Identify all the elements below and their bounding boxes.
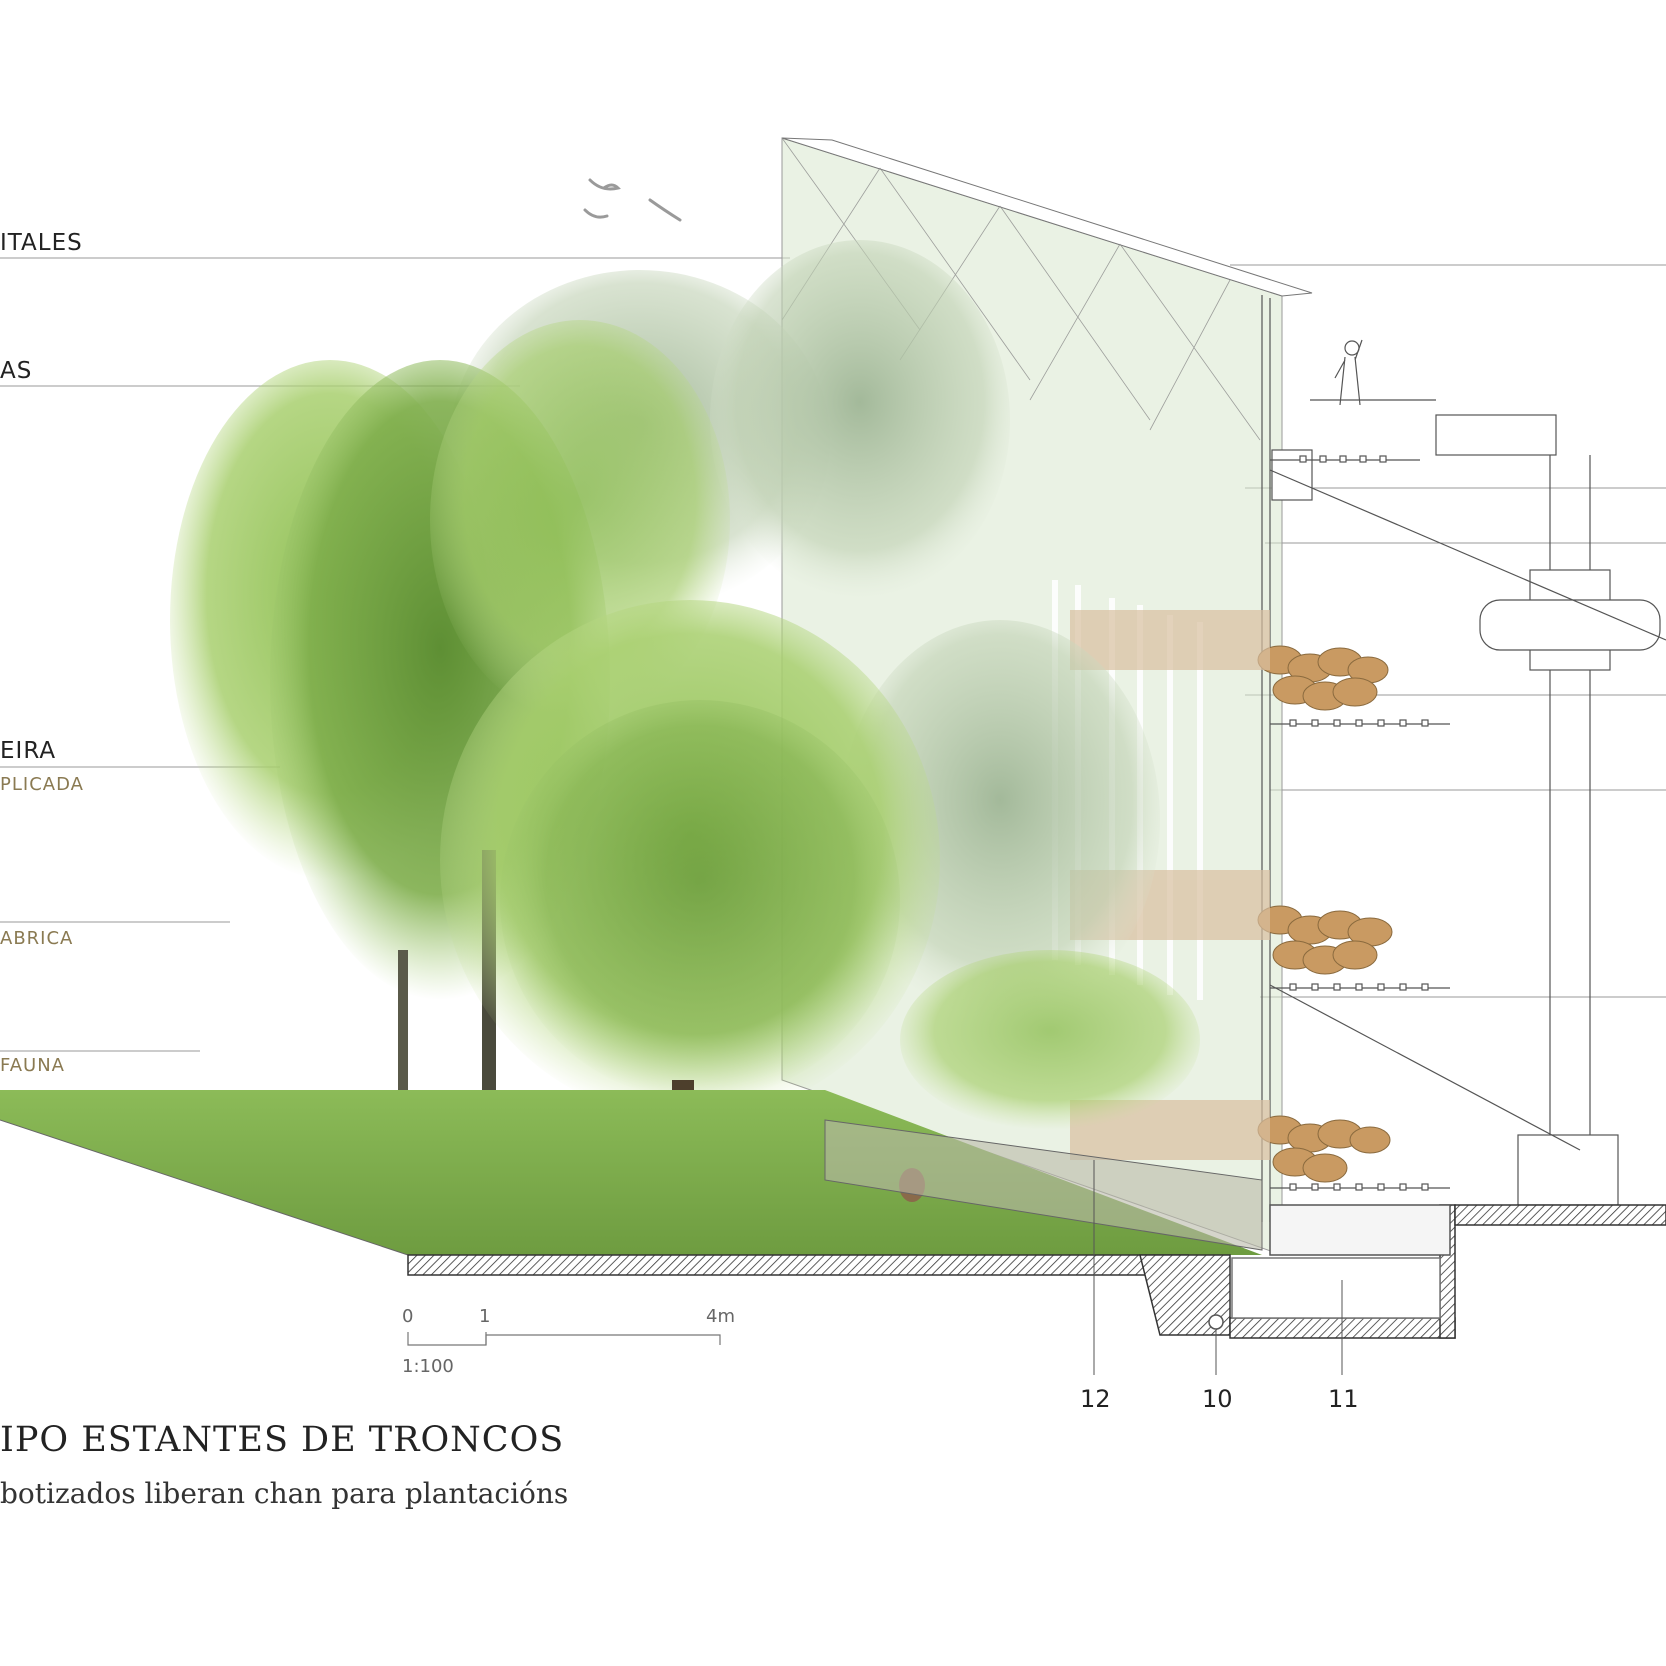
label-fauna: FAUNA — [0, 1055, 65, 1076]
drawing-title: IPO ESTANTES DE TRONCOS — [0, 1420, 565, 1460]
building-section — [1261, 295, 1666, 1222]
birds — [583, 178, 682, 222]
callout-11: 11 — [1328, 1385, 1359, 1413]
annotation-lines — [0, 257, 1666, 1052]
trees-foreground — [170, 320, 1200, 1195]
label-itales: ITALES — [0, 230, 83, 256]
label-abrica: ABRICA — [0, 928, 74, 949]
label-as: AS — [0, 358, 33, 384]
scale-tick-0: 0 — [402, 1306, 414, 1327]
foundation — [407, 1204, 1666, 1339]
scale-ratio: 1:100 — [402, 1356, 454, 1377]
scale-bar — [407, 1332, 721, 1346]
stone-fence — [824, 1119, 1263, 1251]
callout-leaders — [1093, 1160, 1343, 1375]
drawing-subtitle: botizados liberan chan para plantacións — [0, 1477, 569, 1510]
label-plicada: PLICADA — [0, 774, 84, 795]
label-eira: EIRA — [0, 738, 57, 764]
scale-tick-4m: 4m — [706, 1306, 735, 1327]
ground-grass — [0, 1090, 1262, 1256]
person-figure — [1334, 339, 1363, 406]
callout-12: 12 — [1080, 1385, 1111, 1413]
scale-tick-1: 1 — [479, 1306, 491, 1327]
callout-10: 10 — [1202, 1385, 1233, 1413]
